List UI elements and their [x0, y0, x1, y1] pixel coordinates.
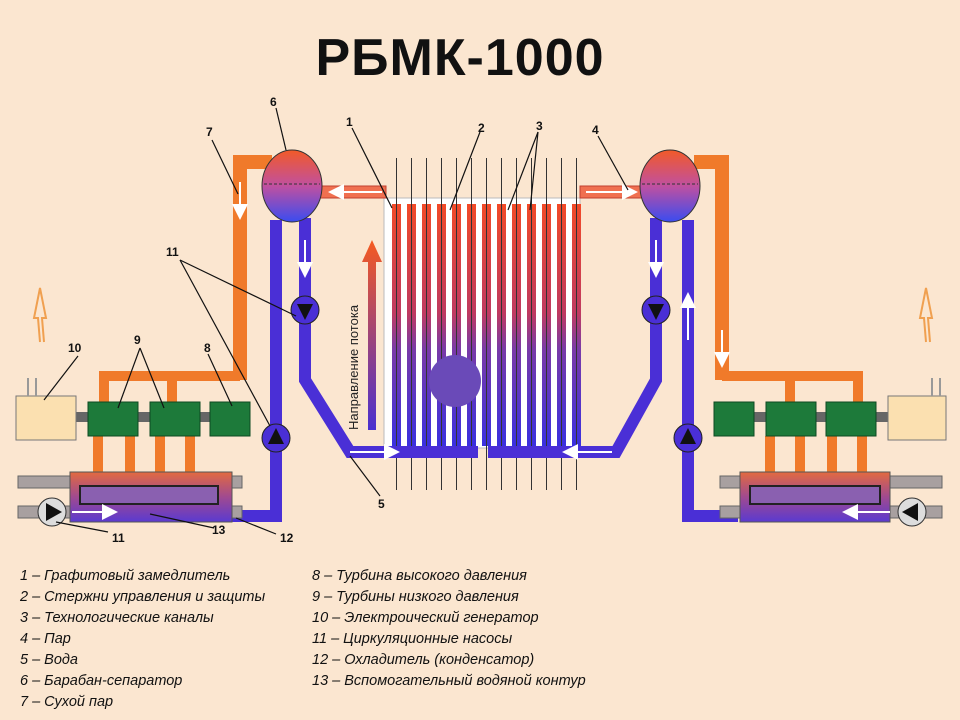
- callout-1: 1: [346, 115, 353, 129]
- callout-9: 9: [134, 333, 141, 347]
- callout-13: 13: [212, 523, 226, 537]
- legend-item: 12 – Охладитель (конденсатор): [312, 652, 535, 668]
- power-output-arrow-right: [918, 287, 934, 343]
- callout-5: 5: [378, 497, 385, 511]
- flow-direction-label: Направление потока: [346, 304, 361, 430]
- high-pressure-turbine-left: [209, 401, 251, 437]
- callout-leaders: [43, 107, 629, 535]
- circulation-pump-left-lower: [261, 423, 291, 453]
- legend-item: 9 – Турбины низкого давления: [312, 589, 519, 605]
- callout-6: 6: [270, 95, 277, 109]
- flow-direction-arrow: [362, 240, 382, 430]
- power-output-arrow-left: [32, 287, 48, 343]
- legend-item: 4 – Пар: [20, 631, 71, 647]
- callout-12: 12: [280, 531, 294, 545]
- electric-generator-right: [887, 395, 947, 441]
- legend-item: 3 – Технологические каналы: [20, 610, 214, 626]
- low-pressure-turbine-left-1: [87, 401, 139, 437]
- callout-3: 3: [536, 119, 543, 133]
- diagram-title: РБМК-1000: [315, 29, 605, 87]
- circulation-pump-left-upper: [290, 295, 320, 325]
- low-pressure-turbine-left-2: [149, 401, 201, 437]
- legend-item: 5 – Вода: [20, 652, 78, 668]
- circulation-pump-right-lower: [673, 423, 703, 453]
- legend-right: 8 – Турбина высокого давления 9 – Турбин…: [312, 566, 586, 692]
- legend-item: 2 – Стержни управления и защиты: [20, 589, 266, 605]
- electric-generator-left: [15, 395, 77, 441]
- callout-11-lower: 11: [112, 531, 125, 545]
- legend-item: 7 – Сухой пар: [20, 694, 114, 710]
- turbine-block-left: [15, 287, 251, 527]
- circulation-pump-right-upper: [641, 295, 671, 325]
- reactor-core: [383, 158, 581, 490]
- technological-channels: [392, 158, 581, 490]
- legend-item: 11 – Циркуляционные насосы: [312, 631, 513, 647]
- graphite-moderator-core: [429, 355, 481, 407]
- callout-8: 8: [204, 341, 211, 355]
- drum-separator-right: [639, 149, 701, 223]
- legend-item: 6 – Барабан-сепаратор: [20, 673, 183, 689]
- callout-10: 10: [68, 341, 82, 355]
- turbine-block-right: [713, 287, 947, 527]
- steam-pipes: [93, 155, 867, 472]
- callout-11-upper: 11: [166, 245, 179, 259]
- legend-left: 1 – Графитовый замедлитель 2 – Стержни у…: [20, 566, 265, 713]
- legend-item: 8 – Турбина высокого давления: [312, 568, 527, 584]
- callout-2: 2: [478, 121, 485, 135]
- low-pressure-turbine-right-2: [825, 401, 877, 437]
- high-pressure-turbine-right: [713, 401, 755, 437]
- low-pressure-turbine-right-1: [765, 401, 817, 437]
- callout-7: 7: [206, 125, 213, 139]
- callout-4: 4: [592, 123, 599, 137]
- legend-item: 10 – Электроический генератор: [312, 610, 539, 626]
- drum-separator-left: [261, 149, 323, 223]
- legend-item: 1 – Графитовый замедлитель: [20, 568, 231, 584]
- legend-item: 13 – Вспомогательный водяной контур: [312, 673, 586, 689]
